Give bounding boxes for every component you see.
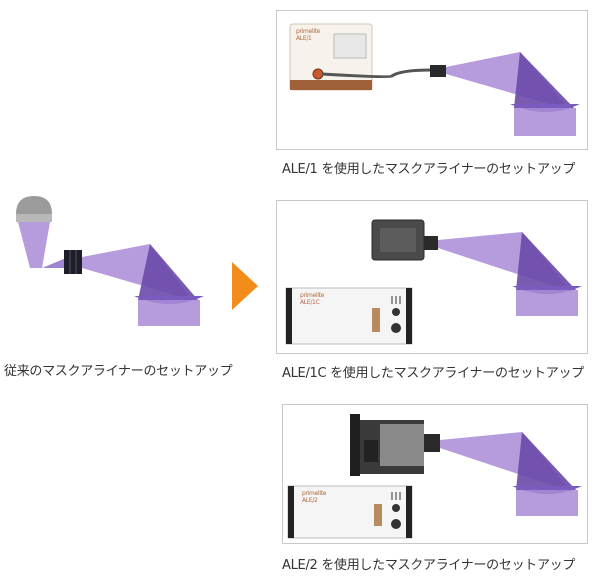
ale1-cable [321, 68, 433, 79]
ale2-controller [287, 485, 413, 539]
lamp-dome-icon [16, 196, 52, 214]
ale1c-knob-icon [392, 308, 400, 316]
mirror-prism [138, 244, 198, 300]
ale2-caption: ALE/2 を使用したマスクアライナーのセットアップ [282, 558, 576, 573]
lamp-beam-reflect [30, 258, 66, 268]
ale2-knob-icon [392, 504, 400, 512]
lamp-beam [18, 222, 50, 268]
ale1c-caption: ALE/1C を使用したマスクアライナーのセットアップ [282, 366, 584, 381]
lens-block [64, 250, 82, 274]
ale1-connector [430, 65, 446, 77]
ale1-caption: ALE/1 を使用したマスクアライナーのセットアップ [282, 162, 576, 177]
conventional-caption: 従来のマスクアライナーのセットアップ [4, 364, 233, 379]
exposure-column [138, 300, 200, 326]
lamp-base [16, 214, 52, 222]
